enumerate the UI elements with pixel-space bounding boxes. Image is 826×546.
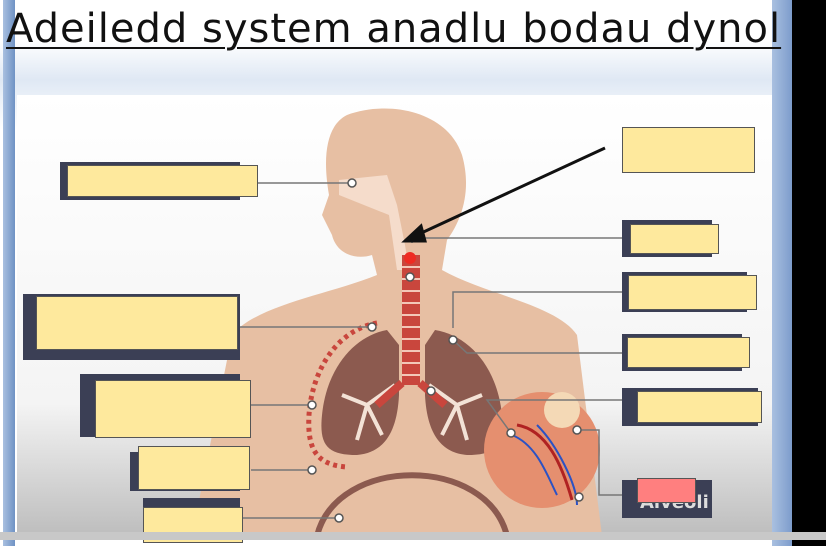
alveolus-sac — [544, 392, 580, 428]
slide-left-border — [3, 0, 15, 546]
label-box-alveoli-highlight[interactable] — [637, 478, 696, 503]
pointer-arrow — [401, 146, 606, 243]
screen-edge — [792, 0, 826, 546]
connector-points — [307, 178, 584, 523]
marker-dot — [404, 252, 416, 264]
slide-right-border — [772, 0, 792, 546]
label-box-bronchus[interactable] — [627, 337, 750, 368]
label-box-trachea[interactable] — [628, 275, 757, 310]
label-box-pleural-membrane[interactable] — [36, 296, 238, 350]
alveoli-inset — [484, 392, 600, 508]
label-box-intercostal-muscles[interactable] — [138, 446, 250, 490]
diaphragm — [314, 472, 510, 536]
label-box-nasal-cavity[interactable] — [67, 165, 258, 197]
pleura-dashed — [306, 320, 378, 470]
label-box-bronchiole[interactable] — [637, 391, 762, 423]
slide: Adeiledd system anadlu bodau dynol — [0, 0, 792, 546]
trachea — [402, 255, 420, 385]
label-box-larynx[interactable] — [630, 224, 719, 254]
slide-title: Adeiledd system anadlu bodau dynol — [6, 6, 782, 52]
nasal-airway — [339, 175, 409, 270]
right-lung — [425, 330, 503, 455]
trachea-rings — [402, 266, 420, 376]
bottom-bar — [0, 532, 826, 540]
bronchioles — [341, 383, 483, 441]
label-box-ribs[interactable] — [95, 380, 251, 438]
label-box-arrow-target[interactable] — [622, 127, 755, 173]
left-lung — [321, 330, 399, 455]
